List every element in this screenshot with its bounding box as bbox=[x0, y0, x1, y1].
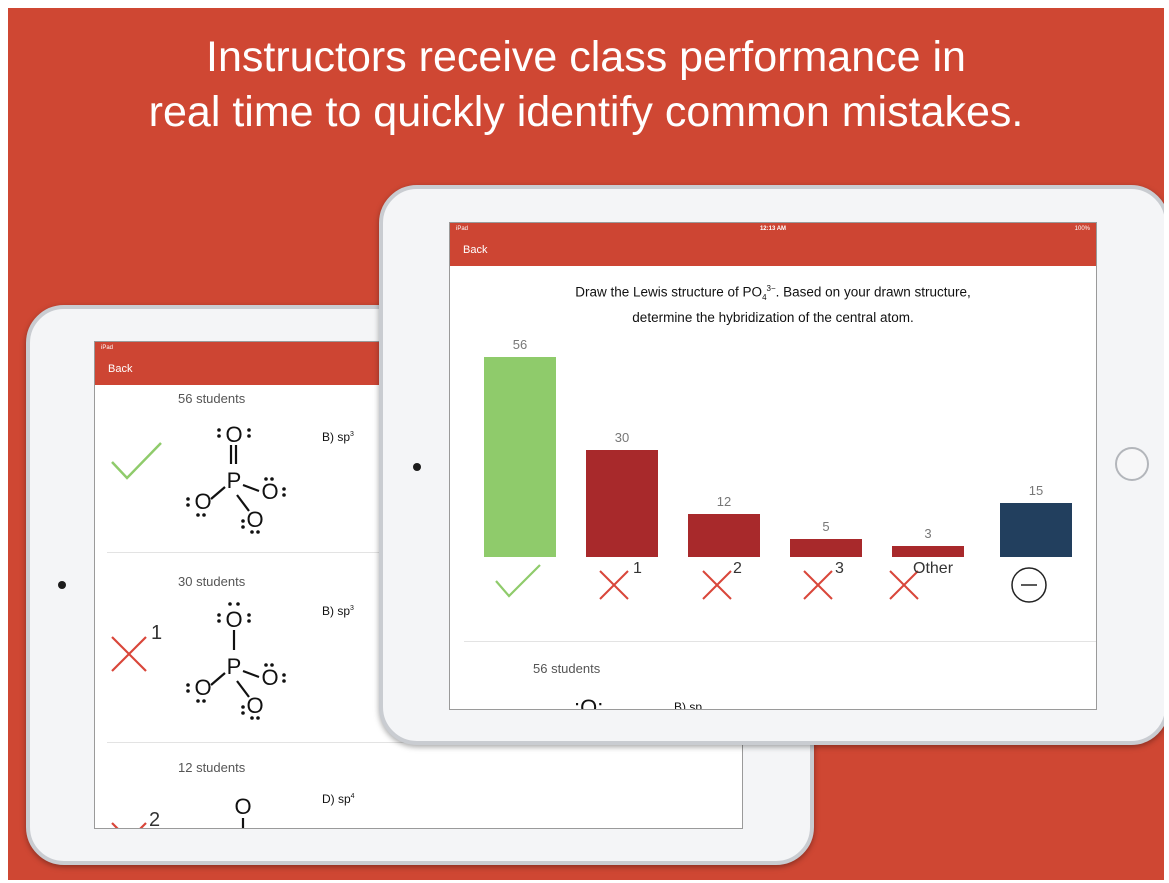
bar-value-label: 15 bbox=[1028, 483, 1044, 499]
question-line-1: Draw the Lewis structure of PO43−. Based… bbox=[575, 284, 971, 303]
back-button[interactable]: Back bbox=[463, 244, 488, 256]
svg-text:O: O bbox=[194, 675, 211, 700]
front-screen: iPad 12:13 AM 100% Back Draw the Lewis s… bbox=[449, 222, 1097, 710]
headline-line-2: real time to quickly identify common mis… bbox=[148, 88, 1024, 136]
status-time: 12:13 AM bbox=[759, 226, 787, 232]
chart-divider bbox=[464, 641, 1096, 642]
lewis-structure-3: O bbox=[234, 794, 252, 828]
row-1-count: 56 students bbox=[178, 391, 246, 406]
bar-value-label: 56 bbox=[512, 337, 528, 352]
x-icon bbox=[111, 636, 147, 672]
back-button[interactable]: Back bbox=[108, 363, 133, 375]
headline: Instructors receive class performance in… bbox=[8, 30, 1164, 140]
svg-text:O: O bbox=[246, 693, 263, 718]
bar-1 bbox=[586, 449, 658, 557]
question-text: Draw the Lewis structure of PO43−. Based… bbox=[450, 279, 1096, 328]
headline-line-1: Instructors receive class performance in bbox=[206, 33, 966, 81]
x-icon bbox=[111, 822, 147, 828]
status-bar: iPad 12:13 AM 100% bbox=[450, 223, 1096, 236]
bar-other bbox=[892, 546, 964, 557]
footer-count: 56 students bbox=[533, 661, 601, 676]
bar-correct bbox=[484, 357, 556, 557]
svg-text::O:: :O: bbox=[574, 697, 603, 709]
svg-text:O: O bbox=[234, 794, 251, 819]
x-icon bbox=[889, 570, 919, 600]
row-2-answer: B) sp3 bbox=[322, 604, 354, 618]
svg-text:B) sp: B) sp bbox=[674, 700, 702, 709]
x-badge-1: 1 bbox=[633, 560, 642, 577]
other-label: Other bbox=[913, 560, 954, 577]
svg-text:O: O bbox=[246, 507, 263, 532]
row-1-answer: B) sp3 bbox=[322, 430, 354, 444]
camera-dot bbox=[58, 581, 66, 589]
row-3-badge: 2 bbox=[149, 809, 161, 829]
svg-text:O: O bbox=[225, 422, 242, 447]
bar-2 bbox=[688, 514, 760, 557]
svg-text:O: O bbox=[194, 489, 211, 514]
promo-canvas: Instructors receive class performance in… bbox=[8, 8, 1164, 880]
bar-value-label: 5 bbox=[822, 519, 830, 535]
row-2-count: 30 students bbox=[178, 574, 246, 589]
bar-value-label: 12 bbox=[716, 494, 732, 510]
svg-text:P: P bbox=[227, 654, 242, 679]
ipad-front: iPad 12:13 AM 100% Back Draw the Lewis s… bbox=[379, 185, 1164, 745]
x-badge-3: 3 bbox=[835, 560, 844, 577]
bar-blank bbox=[1000, 503, 1072, 557]
status-device: iPad bbox=[456, 226, 469, 232]
bar-value-label: 3 bbox=[924, 526, 932, 542]
row-3-answer: D) sp4 bbox=[322, 792, 355, 806]
row-2-badge: 1 bbox=[151, 622, 163, 644]
nav-bar: Back bbox=[450, 236, 1096, 266]
status-battery: 100% bbox=[1074, 226, 1090, 232]
minus-circle-icon bbox=[1011, 567, 1047, 603]
lewis-structure-peek: :O: B) sp bbox=[574, 697, 702, 709]
status-device: iPad bbox=[101, 345, 114, 351]
camera-dot bbox=[413, 463, 421, 471]
check-icon bbox=[495, 564, 541, 598]
x-badge-2: 2 bbox=[733, 560, 742, 577]
check-icon bbox=[111, 442, 162, 480]
question-line-2: determine the hybridization of the centr… bbox=[632, 310, 914, 326]
bar-value-label: 30 bbox=[614, 429, 630, 445]
home-button[interactable] bbox=[1115, 447, 1149, 481]
svg-text:O: O bbox=[261, 665, 278, 690]
svg-text:P: P bbox=[227, 468, 242, 493]
x-icon bbox=[803, 570, 833, 600]
svg-text:O: O bbox=[225, 607, 242, 632]
bar-3 bbox=[790, 539, 862, 557]
x-icon bbox=[702, 570, 732, 600]
row-3-count: 12 students bbox=[178, 760, 246, 775]
svg-text:O: O bbox=[261, 479, 278, 504]
x-icon bbox=[599, 570, 629, 600]
